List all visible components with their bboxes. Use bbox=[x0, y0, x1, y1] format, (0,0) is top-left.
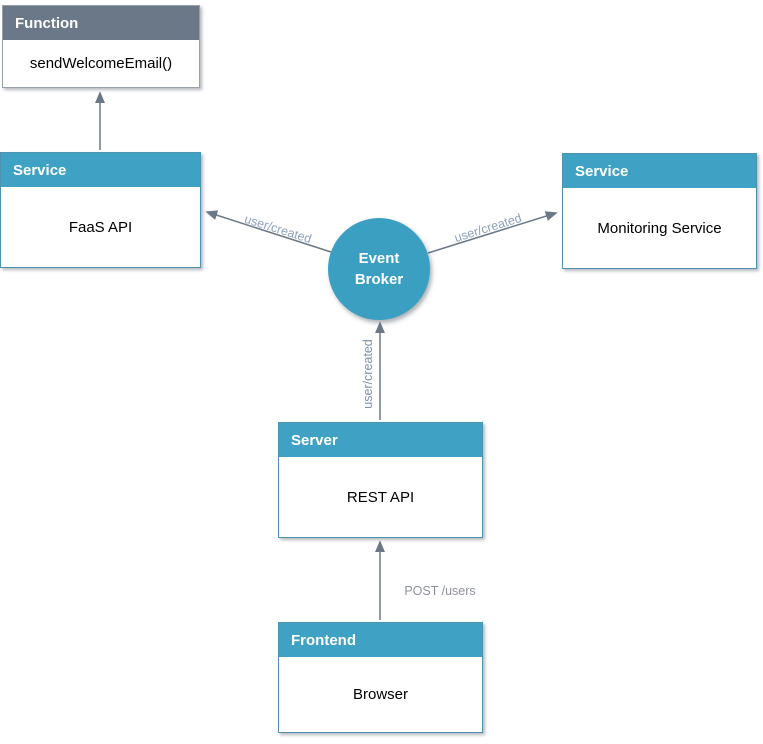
node-event-broker: Event Broker bbox=[328, 218, 430, 320]
node-monitoring-service-header: Service bbox=[563, 154, 756, 188]
node-browser: Frontend Browser bbox=[278, 622, 483, 733]
edge-broker-to-monitoring bbox=[427, 211, 558, 254]
node-event-broker-label-line2: Broker bbox=[354, 271, 404, 288]
node-rest-api: Server REST API bbox=[278, 422, 483, 538]
edge-broker-to-faas bbox=[205, 210, 332, 253]
node-monitoring-service: Service Monitoring Service bbox=[562, 153, 757, 269]
node-browser-label: Browser bbox=[279, 657, 482, 732]
node-event-broker-label-line1: Event bbox=[358, 250, 400, 267]
node-monitoring-service-label: Monitoring Service bbox=[563, 188, 756, 268]
node-browser-header: Frontend bbox=[279, 623, 482, 657]
node-function-label: sendWelcomeEmail() bbox=[3, 40, 199, 87]
node-faas-api: Service FaaS API bbox=[0, 152, 201, 268]
node-rest-api-label: REST API bbox=[279, 457, 482, 537]
node-faas-api-label: FaaS API bbox=[1, 187, 200, 267]
node-faas-api-header: Service bbox=[1, 153, 200, 187]
edge-label-rest-to-broker: user/created bbox=[361, 339, 375, 409]
edge-label-broker-to-monitoring: user/created bbox=[453, 211, 524, 245]
node-function: Function sendWelcomeEmail() bbox=[2, 5, 200, 88]
node-function-header: Function bbox=[3, 6, 199, 40]
node-rest-api-header: Server bbox=[279, 423, 482, 457]
edge-label-broker-to-faas: user/created bbox=[243, 212, 314, 246]
edge-label-browser-to-rest: POST /users bbox=[404, 584, 475, 598]
